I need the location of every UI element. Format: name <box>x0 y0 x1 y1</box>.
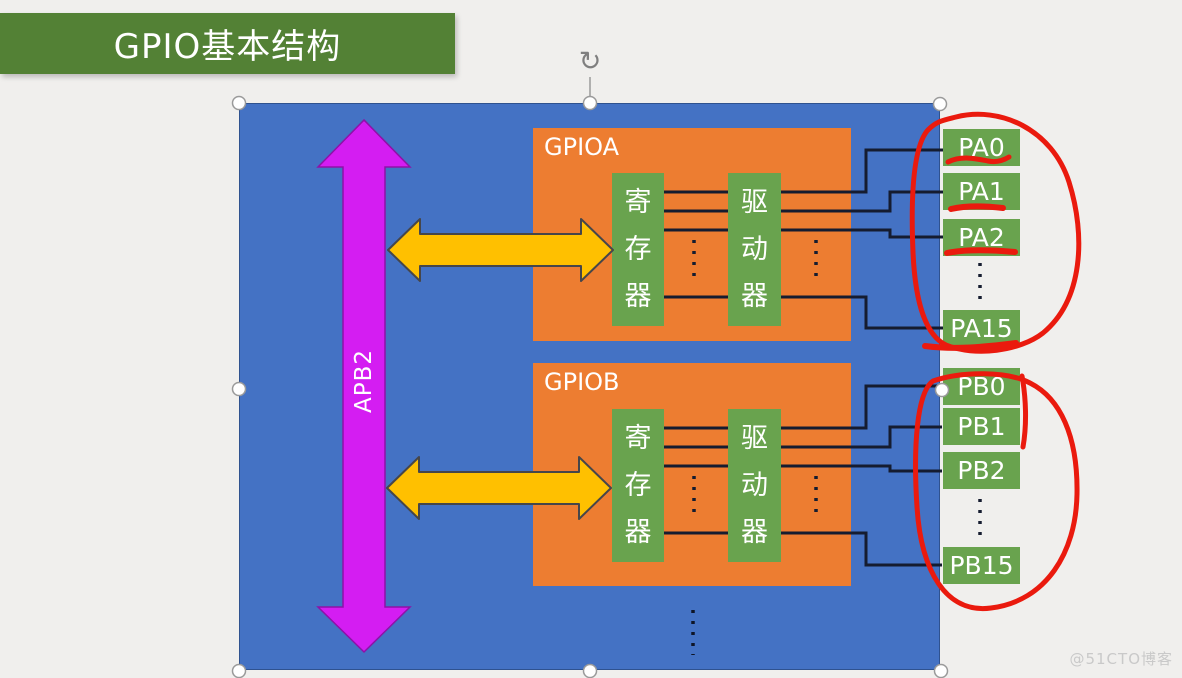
gpiob-label: GPIOB <box>544 368 620 396</box>
handle-bottom-right[interactable] <box>933 663 949 678</box>
gpiob-register-box: 寄 存 器 <box>612 409 664 562</box>
handle-middle-left[interactable] <box>231 381 247 397</box>
pin-pb15: PB15 <box>943 547 1020 584</box>
red-circle-pb-group <box>913 371 1080 612</box>
pin-pb1: PB1 <box>943 408 1020 445</box>
rotate-icon[interactable]: ↻ <box>578 46 602 77</box>
red-underline-pa15 <box>922 340 1019 351</box>
selection-handles[interactable] <box>231 95 950 678</box>
red-underline-pa0 <box>945 154 1012 165</box>
red-underline-pa2 <box>944 247 1018 256</box>
page-title: GPIO基本结构 <box>0 13 455 74</box>
apb2-bus-arrow <box>316 118 412 654</box>
pin-pb2: PB2 <box>943 452 1020 489</box>
handle-middle-right[interactable] <box>934 382 950 398</box>
gpioa-connector-lines <box>664 148 943 330</box>
handle-bottom-left[interactable] <box>231 663 247 678</box>
red-circle-pa-group <box>909 111 1082 354</box>
bus-arrow-gpiob <box>386 456 612 520</box>
gpioa-label: GPIOA <box>544 133 620 161</box>
red-circle-pb-overlap-stroke <box>1019 373 1029 450</box>
pin-pa15: PA15 <box>943 310 1020 347</box>
red-underline-pa1 <box>948 203 1006 212</box>
page-title-text: GPIO基本结构 <box>113 27 342 67</box>
gpioa-driver-box: 驱 动 器 <box>728 173 781 326</box>
watermark: @51CTO博客 <box>1069 650 1173 668</box>
gpioa-register-box: 寄 存 器 <box>612 173 664 326</box>
gpiob-driver-box: 驱 动 器 <box>728 409 781 562</box>
handle-top-center[interactable] <box>582 95 598 111</box>
handle-bottom-center[interactable] <box>582 663 598 678</box>
handle-top-left[interactable] <box>231 95 247 111</box>
pin-pa1: PA1 <box>943 173 1020 210</box>
bus-arrow-gpioa <box>387 218 614 282</box>
ellipsis-dots <box>692 240 982 540</box>
handle-top-right[interactable] <box>932 96 948 112</box>
